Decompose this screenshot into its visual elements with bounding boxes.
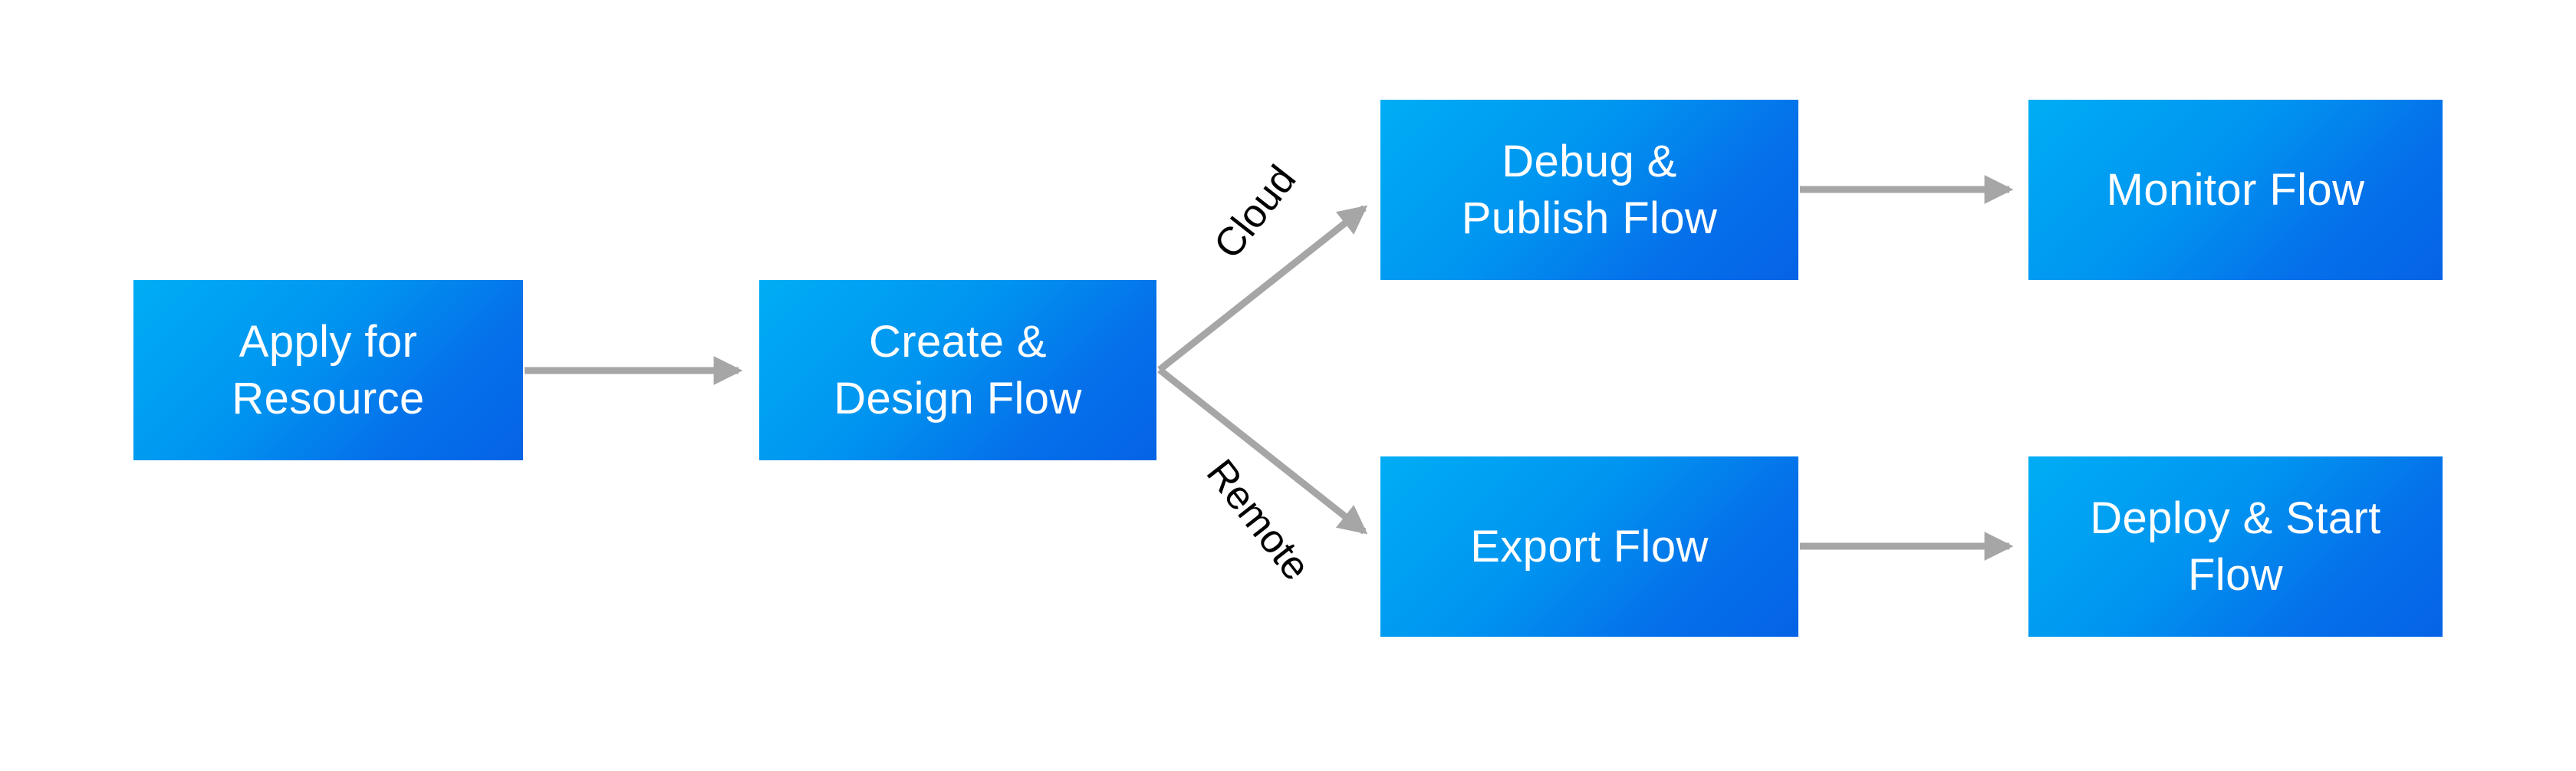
node-deploy-start-flow[interactable]: Deploy & Start Flow [2028, 456, 2443, 637]
node-label-create-design-flow: Create & Design Flow [834, 317, 1082, 423]
node-debug-publish-flow[interactable]: Debug & Publish Flow [1380, 100, 1798, 280]
node-label-export-flow: Export Flow [1470, 521, 1709, 572]
node-export-flow[interactable]: Export Flow [1380, 456, 1798, 637]
edge-label-cloud: Cloud [1205, 157, 1305, 267]
node-label-apply-for-resource: Apply for Resource [232, 317, 425, 423]
edge-label-remote: Remote [1197, 451, 1319, 589]
node-label-deploy-start-flow: Deploy & Start Flow [2090, 493, 2381, 600]
node-monitor-flow[interactable]: Monitor Flow [2028, 100, 2443, 280]
node-label-debug-publish-flow: Debug & Publish Flow [1461, 137, 1718, 243]
node-label-monitor-flow: Monitor Flow [2106, 164, 2365, 215]
node-apply-for-resource[interactable]: Apply for Resource [133, 280, 523, 460]
node-create-design-flow[interactable]: Create & Design Flow [759, 280, 1156, 460]
